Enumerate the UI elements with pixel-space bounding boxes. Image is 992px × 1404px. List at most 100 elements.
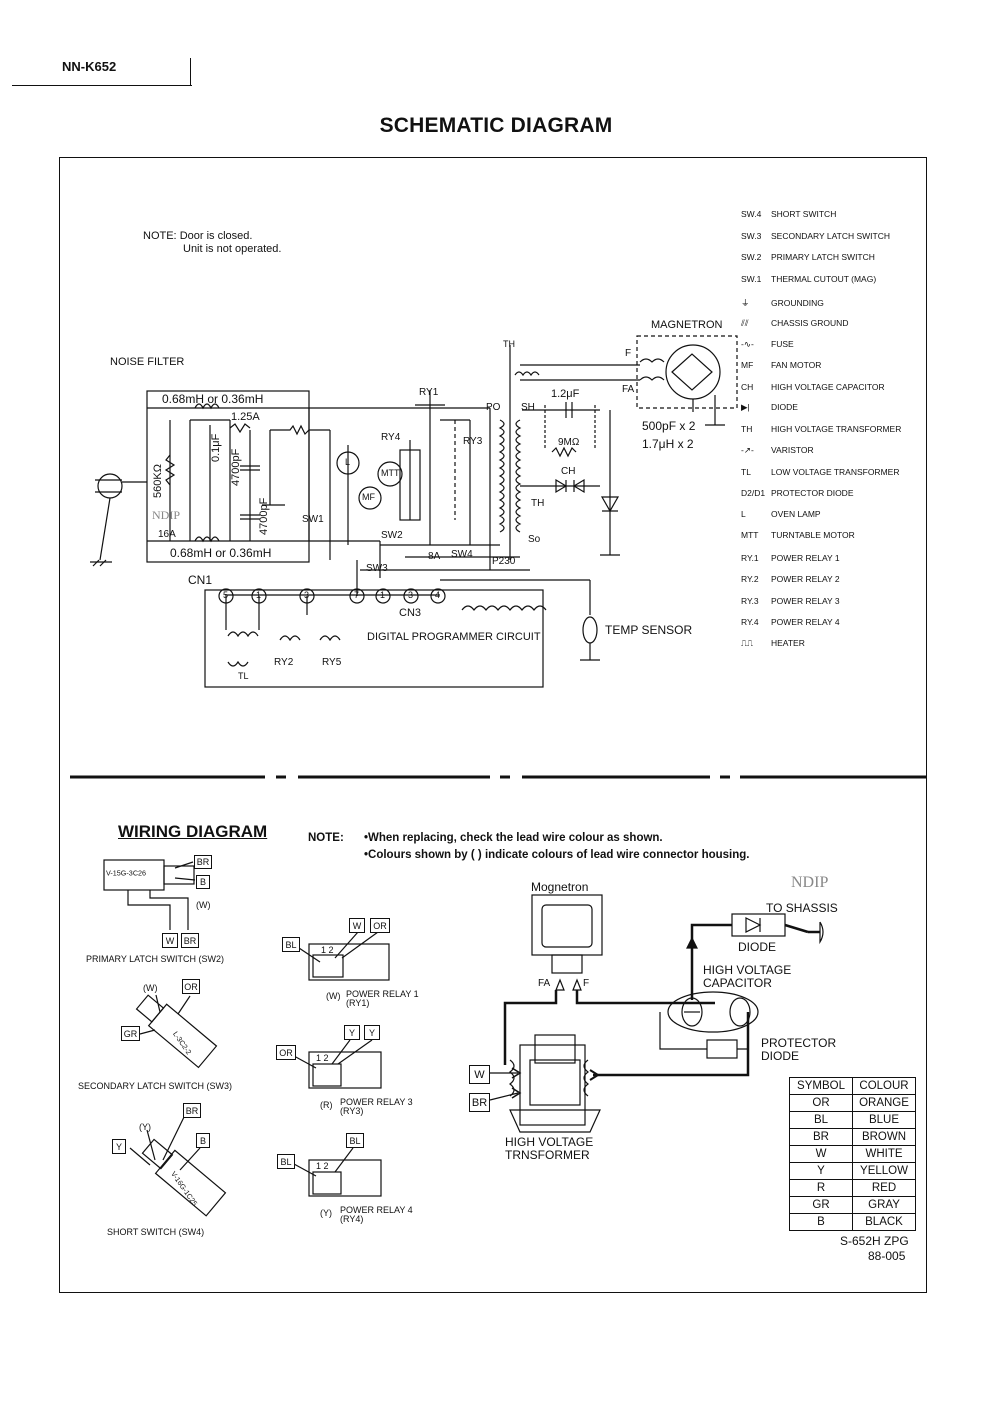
inductor-top-coil: [194, 403, 220, 410]
primary-switch-label: PRIMARY LATCH SWITCH (SW2): [86, 954, 225, 964]
power-relay-3-drawing: [308, 1051, 382, 1089]
fa-label: FA: [622, 384, 635, 395]
protector-diode-drawing: [706, 1039, 738, 1059]
legend-label: HEATER: [771, 638, 805, 648]
wiring-magnetron-label: Mognetron: [531, 880, 589, 894]
legend-row: RY.3 POWER RELAY 3: [741, 596, 840, 606]
legend-label: FAN MOTOR: [771, 360, 822, 370]
protector-diode-icon: D2/D1: [741, 488, 766, 498]
legend-row: MF FAN MOTOR: [741, 360, 821, 370]
secondary-latch-switch-drawing: [135, 994, 218, 1069]
drawing-code-2: 88-005: [868, 1249, 906, 1263]
ry1-label: RY1: [419, 387, 439, 398]
wire-tag-br: BR: [194, 855, 212, 869]
wire-tag-or: OR: [370, 918, 390, 933]
legend-symbol: SW.2: [741, 252, 762, 262]
colour-name: YELLOW: [852, 1162, 916, 1180]
colour-symbol: Y: [789, 1162, 853, 1180]
hv-capacitor-label-1: HIGH VOLTAGE: [703, 963, 792, 977]
to-chassis-label: TO SHASSIS: [766, 901, 838, 915]
legend-label: POWER RELAY 2: [771, 574, 840, 584]
colour-name: BROWN: [852, 1128, 916, 1146]
colour-symbol: OR: [789, 1094, 853, 1112]
header-symbol: SYMBOL: [789, 1077, 853, 1095]
pin-label: 1: [256, 590, 262, 600]
relay1-code: (RY1): [346, 998, 370, 1008]
ind-17uh-label: 1.7μH x 2: [642, 437, 694, 451]
pin-label: 1: [380, 590, 386, 600]
relay4-code: (RY4): [340, 1214, 364, 1224]
wiring-note-label: NOTE:: [308, 832, 344, 844]
hv-capacitor-label-2: CAPACITOR: [703, 976, 772, 990]
legend-label: POWER RELAY 3: [771, 596, 840, 606]
note-line-2: Unit is not operated.: [183, 243, 282, 255]
legend-label: FUSE: [771, 339, 794, 349]
colour-symbol: R: [789, 1179, 853, 1197]
legend-label: HIGH VOLTAGE TRANSFORMER: [771, 424, 902, 434]
magnetron-box: [636, 335, 738, 409]
short-switch-label: SHORT SWITCH (SW4): [107, 1227, 205, 1237]
legend-symbol: MF: [741, 360, 754, 370]
wire-tag-b: B: [196, 875, 210, 889]
ry2-label: RY2: [274, 657, 294, 668]
lamp-l-label: L: [345, 457, 351, 467]
legend-row: ⫽⫽CHASSIS GROUND: [741, 318, 848, 329]
wire-tag-br: BR: [183, 1103, 201, 1118]
legend-label: DIODE: [771, 402, 798, 412]
pin-label: 5: [223, 590, 229, 600]
wiring-diagram-title: WIRING DIAGRAM: [118, 822, 268, 841]
hv-secondary-coil: [515, 419, 522, 533]
legend-symbol: TL: [741, 467, 751, 477]
wire-tag-or: OR: [276, 1045, 296, 1060]
noise-filter-label: NOISE FILTER: [110, 356, 185, 368]
magnetron-label: MAGNETRON: [651, 319, 723, 331]
legend-symbol: SW.3: [741, 231, 762, 241]
magnetron-fa-label: FA: [538, 978, 551, 989]
legend-symbol: MTT: [741, 530, 759, 540]
wire-tag-b: B: [196, 1133, 210, 1148]
varistor-icon: -↗-: [741, 445, 754, 455]
pin-label: 3: [304, 590, 310, 600]
legend-symbol: CH: [741, 382, 754, 392]
relay3-r-paren: (R): [320, 1100, 333, 1110]
power-relay-1-drawing: [308, 943, 390, 981]
th-top-label: TH: [503, 339, 515, 349]
legend-symbol: RY.3: [741, 596, 759, 606]
legend-label: PRIMARY LATCH SWITCH: [771, 252, 875, 262]
colour-symbol: W: [789, 1145, 853, 1163]
legend-symbol: RY.2: [741, 574, 759, 584]
relay1-label: POWER RELAY 1: [346, 989, 419, 999]
cn1-label: CN1: [188, 573, 213, 587]
note-label: NOTE:: [143, 230, 177, 242]
wiring-note-1: •When replacing, check the lead wire col…: [364, 832, 663, 844]
legend-symbol: L: [741, 509, 746, 519]
wire-tag-bl: BL: [277, 1154, 295, 1169]
colour-name: GRAY: [852, 1196, 916, 1214]
legend-label: CHASSIS GROUND: [771, 318, 849, 328]
hv-primary-coil: [498, 419, 505, 533]
p230-label: P230: [492, 556, 516, 567]
legend-label: OVEN LAMP: [771, 509, 821, 519]
tl-label: TL: [238, 671, 249, 681]
hv-transformer-label-1: HIGH VOLTAGE: [505, 1135, 594, 1149]
page-title: SCHEMATIC DIAGRAM: [379, 114, 613, 137]
cap-500pf-label: 500pF x 2: [642, 419, 696, 433]
relay3-pins: 1 2: [316, 1053, 329, 1063]
inductor-bottom-coil: [194, 536, 220, 543]
colour-table-header: SYMBOL COLOUR: [789, 1077, 916, 1095]
relay4-y-paren: (Y): [320, 1208, 332, 1218]
colour-name: RED: [852, 1179, 916, 1197]
wire-tag-w: W: [162, 933, 178, 948]
fuse-8a-label: 8A: [428, 551, 441, 562]
legend-label: SHORT SWITCH: [771, 209, 837, 219]
th-mid-label: TH: [531, 498, 545, 509]
legend-label: THERMAL CUTOUT (MAG): [771, 274, 877, 284]
legend-label: GROUNDING: [771, 298, 824, 308]
temp-sensor-label: TEMP SENSOR: [605, 623, 693, 637]
legend-label: HIGH VOLTAGE CAPACITOR: [771, 382, 885, 392]
